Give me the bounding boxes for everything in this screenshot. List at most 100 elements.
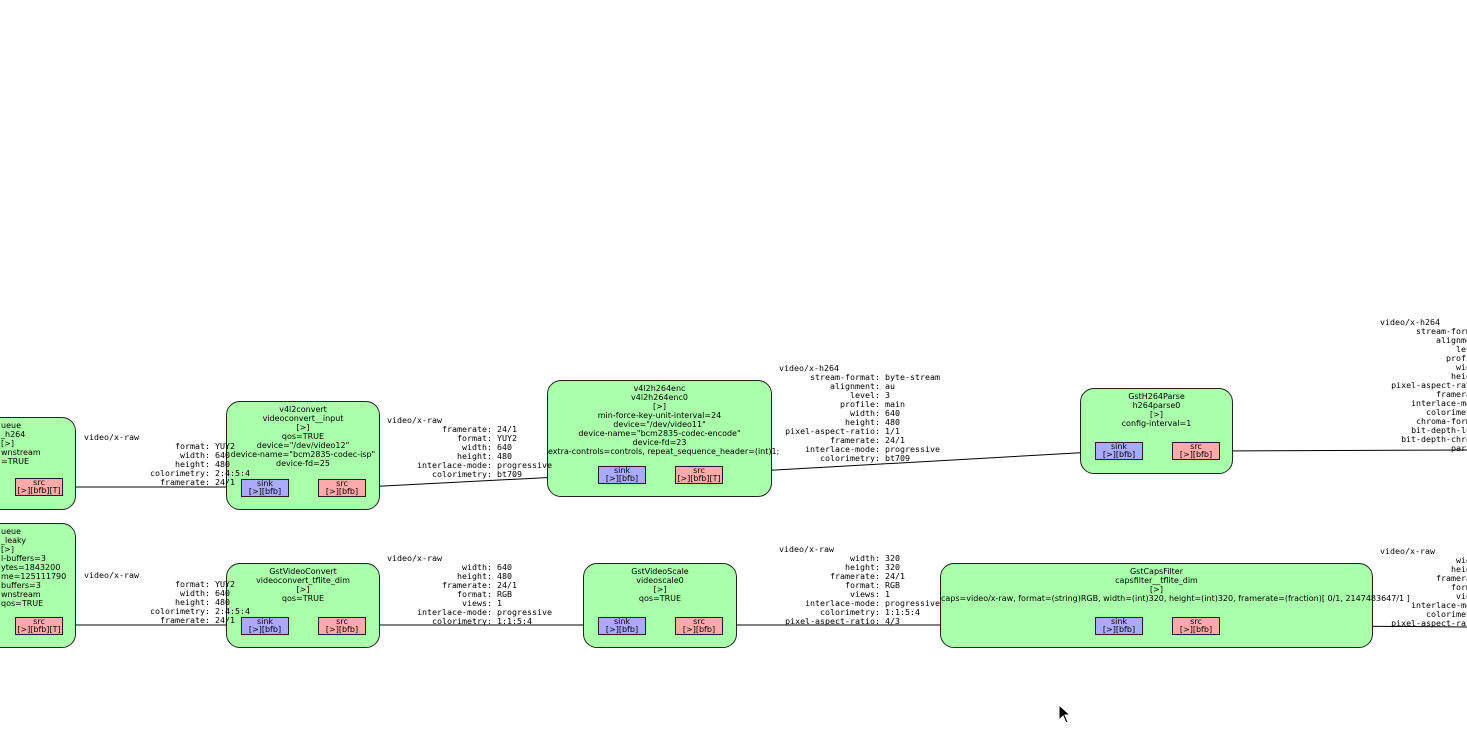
caps-field-key: height: [845, 417, 880, 427]
node-text-line: device-name="bcm2835-codec-isp" [230, 450, 376, 459]
node-text-line: videoconvert_tflite_dim [256, 576, 350, 585]
caps-field-key: framerate: [442, 580, 492, 590]
caps-field: colorimetr [1380, 408, 1467, 417]
node-text-line: caps=video/x-raw, format=(string)RGB, wi… [941, 594, 1410, 603]
src-pad[interactable]: src[>][bfb] [675, 617, 723, 635]
caps-field-key: views: [462, 598, 492, 608]
pad-name: sink [613, 466, 631, 475]
node-text-line: device="/dev/video11" [613, 420, 706, 429]
caps-field-key: interlace-mod [1411, 600, 1467, 610]
pad-flags: [>][bfb] [682, 625, 716, 634]
sink-pad[interactable]: sink[>][bfb] [1095, 442, 1143, 460]
caps-field-value: main [880, 399, 905, 409]
pad-flags: [>][bfb] [1179, 450, 1213, 459]
caps-field: view [1380, 592, 1467, 601]
caps-field: parse [1380, 444, 1467, 453]
caps-field-key: heigh [1451, 371, 1467, 381]
pad-name: src [693, 466, 705, 475]
caps-field-key: height: [457, 451, 492, 461]
caps-field: pixel-aspect-rati [1380, 381, 1467, 390]
sink-pad[interactable]: sink[>][bfb] [241, 617, 289, 635]
caps-field: framerate: 24/1 [779, 436, 940, 445]
sink-pad[interactable]: sink[>][bfb] [241, 479, 289, 497]
node-text-line: [>] [296, 423, 310, 432]
src-pad[interactable]: src[>][bfb][T] [15, 617, 63, 635]
caps-field-value: 3 [880, 390, 890, 400]
pad-name: src [693, 617, 705, 626]
node-queue-h264[interactable]: ueue_h264[>]wnstream=TRUE src[>][bfb][T] [0, 417, 76, 510]
caps-label: video/x-rawwidtheighframeratformaviewint… [1380, 547, 1467, 628]
caps-field: format: RGB [387, 590, 552, 599]
caps-field-value: 24/1 [880, 435, 905, 445]
src-pad[interactable]: src[>][bfb] [1172, 617, 1220, 635]
caps-field: framerate: 24/1 [84, 616, 250, 625]
caps-field-value: 480 [492, 571, 512, 581]
edge-encoder-to-h264parse [721, 448, 1095, 474]
pad-flags: [>][bfb] [1102, 450, 1136, 459]
caps-field-key: height: [845, 562, 880, 572]
caps-field-value: byte-stream [880, 372, 940, 382]
src-pad[interactable]: src[>][bfb] [318, 479, 366, 497]
pad-name: src [1190, 617, 1202, 626]
caps-media-type: video/x-raw [779, 544, 834, 554]
caps-field-value: 320 [880, 553, 900, 563]
pad-flags: [>][bfb][T] [17, 486, 61, 495]
caps-field-key: colorimetr [1426, 407, 1467, 417]
caps-field-value: YUY2 [492, 433, 517, 443]
caps-media-type: video/x-h264 [779, 363, 839, 373]
caps-field-value: 1:1:5:4 [492, 616, 532, 626]
caps-field-value: 1/1 [880, 426, 900, 436]
caps-field-key: level: [850, 390, 880, 400]
caps-media-type: video/x-raw [84, 432, 139, 442]
caps-field-key: width: [850, 553, 880, 563]
src-pad[interactable]: src[>][bfb][T] [675, 466, 723, 484]
node-text-line: h264parse0 [1132, 401, 1181, 410]
node-text-line: _leaky [1, 536, 27, 545]
caps-field-key: bit-depth-lum [1411, 425, 1467, 435]
caps-field: bit-depth-chrom [1380, 435, 1467, 444]
caps-field-value: 640 [492, 562, 512, 572]
caps-field-key: width: [850, 408, 880, 418]
edge-h264parse-out [1218, 449, 1467, 452]
src-pad[interactable]: src[>][bfb][T] [15, 478, 63, 496]
node-text-line: =TRUE [1, 457, 30, 466]
src-pad[interactable]: src[>][bfb] [1172, 442, 1220, 460]
caps-media-type: video/x-raw [1380, 546, 1435, 556]
caps-field-key: chroma-forma [1416, 416, 1467, 426]
caps-field: height: 480 [387, 572, 552, 581]
node-text-line: device-fd=23 [632, 438, 687, 447]
caps-field: framerate: 24/1 [84, 478, 250, 487]
caps-field: alignmen [1380, 336, 1467, 345]
caps-field-key: format: [457, 589, 492, 599]
caps-field: colorimetry: 1:1:5:4 [387, 617, 552, 626]
src-pad[interactable]: src[>][bfb] [318, 617, 366, 635]
caps-field-key: framerate: [830, 571, 880, 581]
caps-field-value: 24/1 [492, 580, 517, 590]
caps-field: colorimetry: bt709 [779, 454, 940, 463]
sink-pad[interactable]: sink[>][bfb] [598, 617, 646, 635]
caps-field-value: progressive [492, 607, 552, 617]
node-text-line: [>] [1, 545, 14, 554]
node-text-line: [>] [1150, 410, 1163, 419]
pad-flags: [>][bfb] [248, 625, 282, 634]
node-text-line: v4l2h264enc [633, 384, 686, 393]
node-text-line: ueue [1, 527, 21, 536]
sink-pad[interactable]: sink[>][bfb] [598, 466, 646, 484]
pad-name: src [336, 617, 348, 626]
caps-field: width: 640 [387, 443, 552, 452]
sink-pad[interactable]: sink[>][bfb] [1095, 617, 1143, 635]
caps-field-key: colorimetry: [150, 468, 210, 478]
caps-field-key: profil [1446, 353, 1467, 363]
caps-field-value: bt709 [880, 453, 910, 463]
caps-field: interlace-mode: progressive [387, 608, 552, 617]
caps-field-value: 24/1 [210, 477, 235, 487]
